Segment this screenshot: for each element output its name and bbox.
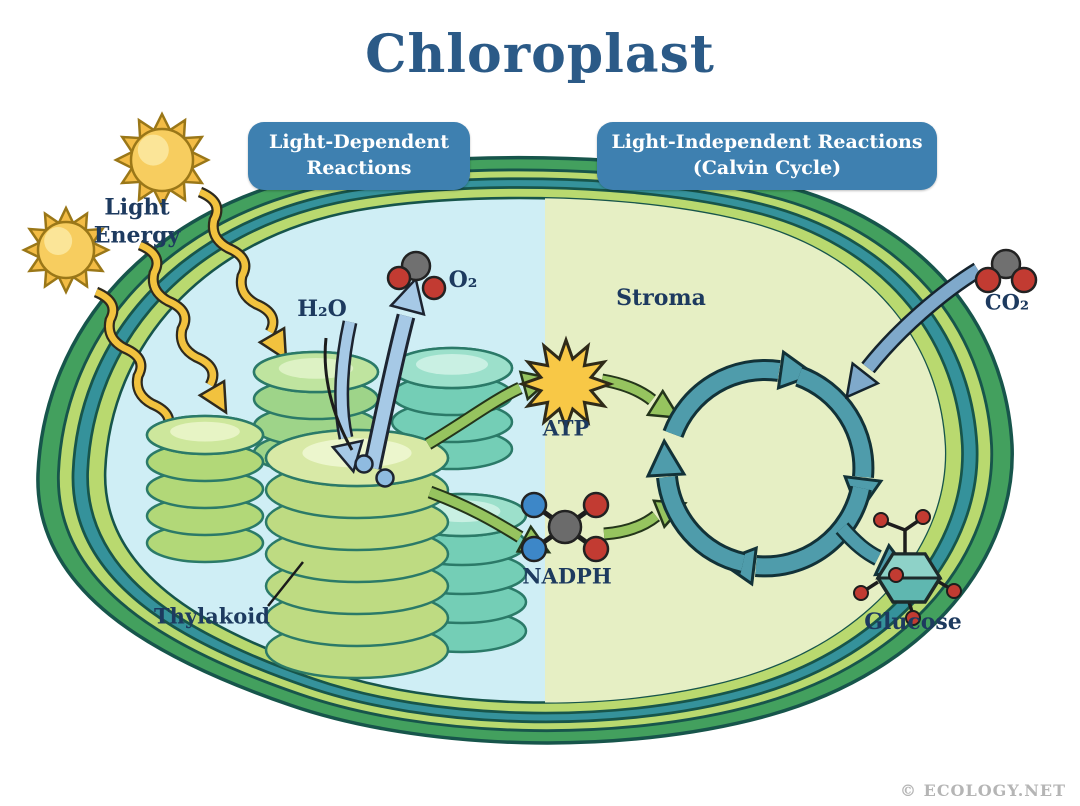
co2-entry-arrow — [845, 262, 983, 400]
h2o-label: H₂O — [297, 296, 347, 322]
oxygen-arrow — [362, 276, 426, 470]
co2-molecule-icon — [974, 248, 1038, 294]
nadph-label: NADPH — [522, 563, 612, 589]
cycle-arc — [662, 349, 818, 439]
thylakoid-label: Thylakoid — [154, 603, 270, 629]
light-energy-label: Light Energy — [93, 194, 181, 249]
page-title: Chloroplast — [365, 24, 715, 85]
banner-light-independent: Light-Independent Reactions (Calvin Cycl… — [597, 122, 937, 190]
atp-star-icon — [517, 335, 615, 433]
credit-text: © ECOLOGY.NET — [900, 781, 1066, 800]
o2-molecule-icon — [386, 250, 447, 301]
glucose-label: Glucose — [864, 609, 962, 635]
wavy-light-arrow — [197, 186, 288, 362]
h2o-pointer-line — [323, 337, 354, 451]
banner-light-dependent: Light-Dependent Reactions — [248, 122, 470, 190]
electron-dots — [354, 454, 395, 488]
sun-icon — [21, 205, 111, 295]
atp-to-cycle-arrow — [600, 373, 682, 420]
co2-label: CO₂ — [984, 289, 1030, 315]
stroma-label: Stroma — [616, 285, 706, 311]
calvin-cycle-arrows — [645, 349, 913, 587]
o2-label: O₂ — [448, 267, 478, 293]
glucose-molecule-icon — [853, 509, 962, 626]
atp-label: ATP — [542, 415, 590, 441]
thylakoid-pointer-line — [267, 561, 304, 607]
cycle-arc — [645, 437, 746, 574]
sun-icons — [21, 111, 211, 295]
thylakoid-stack — [145, 414, 265, 564]
nadph-molecule-icon — [520, 491, 610, 563]
sun-icon — [113, 111, 211, 209]
wavy-light-arrow — [137, 239, 228, 415]
